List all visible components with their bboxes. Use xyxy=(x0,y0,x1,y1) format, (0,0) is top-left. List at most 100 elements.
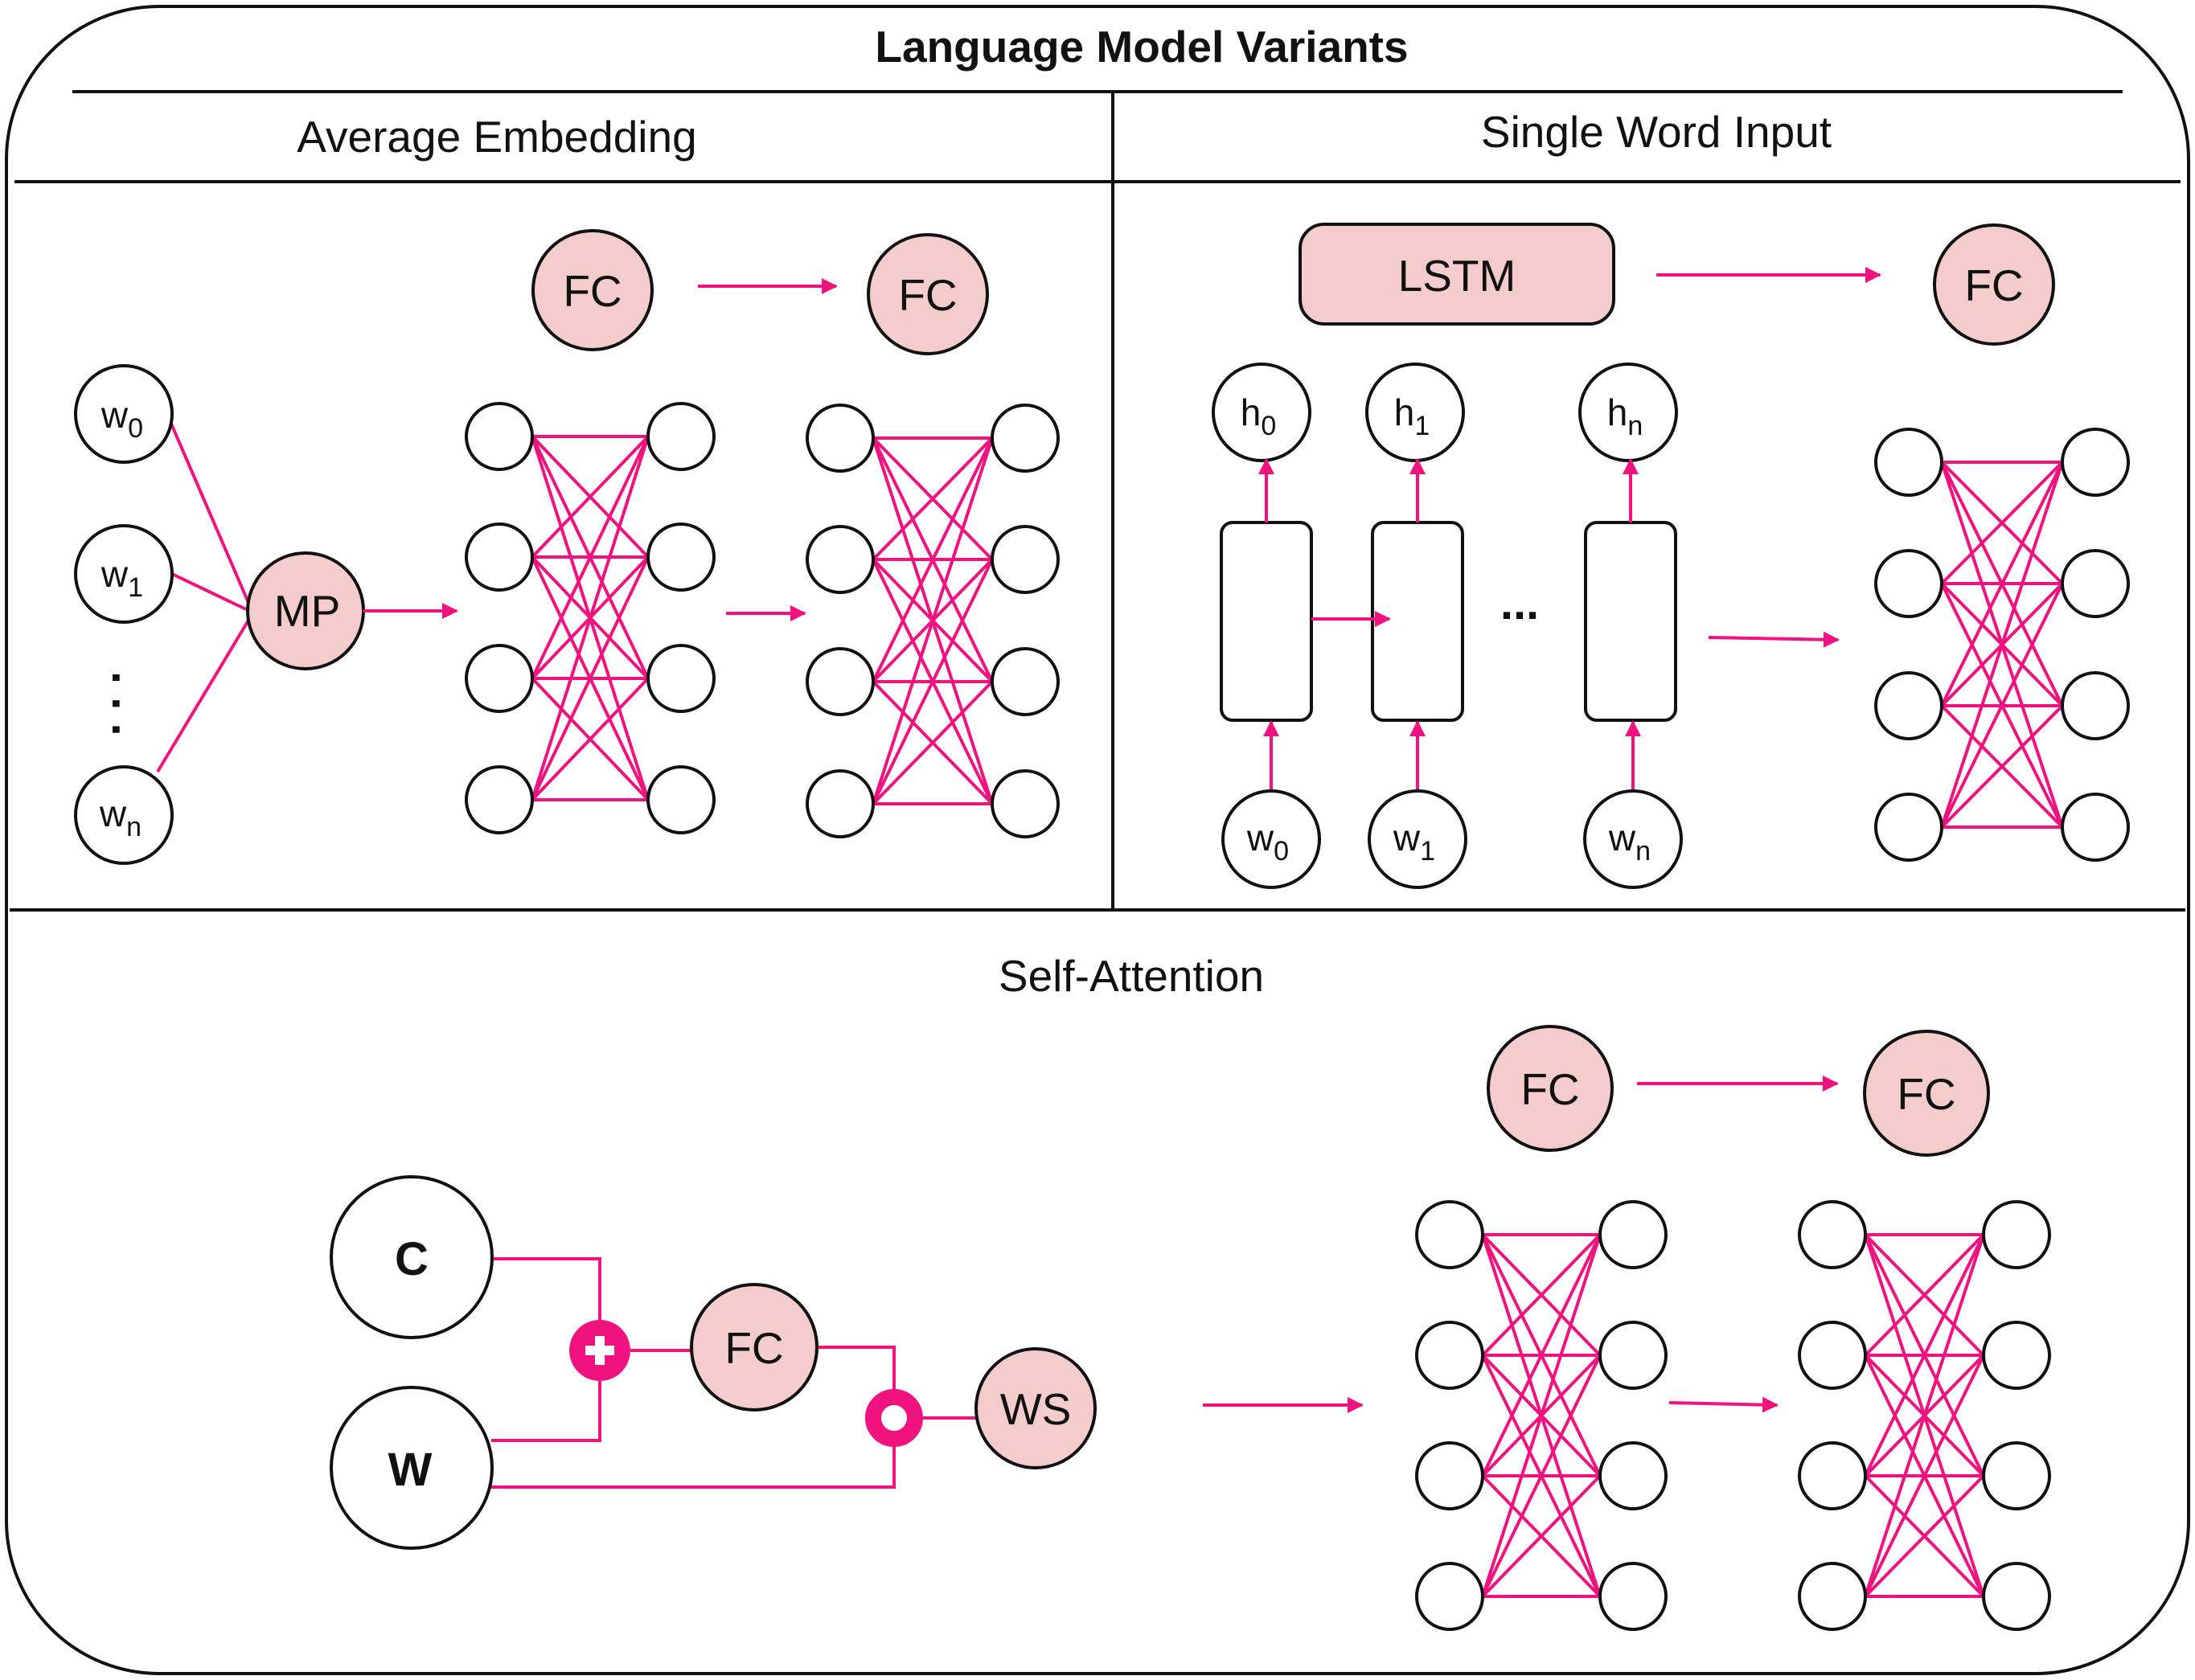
dense-connection xyxy=(531,435,650,559)
lstm-cell xyxy=(1584,521,1677,722)
c-node: C xyxy=(330,1175,494,1339)
neuron-node xyxy=(1982,1562,2051,1631)
svg-text:h1: h1 xyxy=(1394,391,1430,441)
dense-connection xyxy=(872,559,994,805)
svg-text:FC: FC xyxy=(563,266,622,316)
section-title-self-attention: Self-Attention xyxy=(999,951,1264,1001)
dense-connection xyxy=(531,436,650,679)
svg-text:FC: FC xyxy=(1897,1069,1955,1119)
dense-connection xyxy=(872,437,994,805)
neuron-node xyxy=(991,525,1060,594)
neuron-node xyxy=(1798,1321,1867,1390)
neuron-node xyxy=(1415,1562,1484,1631)
mp-node: MP xyxy=(246,551,365,670)
neuron-node xyxy=(1415,1441,1484,1510)
dense-connection xyxy=(1940,704,2064,829)
neuron-node xyxy=(991,404,1060,473)
neuron-node xyxy=(1874,671,1943,740)
dense-connection xyxy=(1864,1234,1985,1597)
dense-connection xyxy=(1864,1354,1985,1597)
section-title-average-embedding: Average Embedding xyxy=(297,112,696,162)
neuron-node xyxy=(806,647,875,716)
dense-connection xyxy=(872,680,994,805)
dense-layer xyxy=(465,402,716,834)
neuron-node xyxy=(1415,1321,1484,1390)
svg-text:FC: FC xyxy=(1520,1064,1579,1114)
neuron-node xyxy=(646,522,716,592)
arrow xyxy=(1668,1396,1779,1413)
fc-node: FC xyxy=(1863,1030,1990,1157)
single-word-input-panel: LSTM FC h0 h1 hn ... xyxy=(1212,223,2130,889)
connection-line xyxy=(491,1257,601,1320)
connection-line xyxy=(817,1346,896,1389)
input-node-w1: w1 xyxy=(74,524,174,624)
neuron-node xyxy=(465,522,534,592)
self-attention-panel: C W FC WS FC FC xyxy=(330,1025,2051,1631)
svg-text:w1: w1 xyxy=(1393,817,1435,867)
neuron-node xyxy=(1598,1562,1668,1631)
dense-connection xyxy=(1481,1234,1602,1597)
outer-frame xyxy=(5,5,2190,1675)
neuron-node xyxy=(1982,1200,2051,1269)
lstm-box: LSTM xyxy=(1299,223,1615,326)
neuron-node xyxy=(2061,671,2130,740)
dense-connection xyxy=(1940,461,2064,707)
neuron-node xyxy=(806,525,875,594)
hidden-node-h1: h1 xyxy=(1365,363,1465,462)
neuron-node xyxy=(1598,1441,1668,1510)
dense-connection xyxy=(1481,1233,1602,1357)
neuron-node xyxy=(465,765,534,834)
neuron-node xyxy=(2061,793,2130,862)
dense-connection xyxy=(1864,1474,1985,1598)
neuron-node xyxy=(646,765,716,834)
dense-connection xyxy=(531,436,650,801)
neuron-node xyxy=(806,769,875,838)
neuron-node xyxy=(465,402,534,471)
elementwise-product-icon xyxy=(865,1389,923,1447)
svg-text:LSTM: LSTM xyxy=(1398,251,1516,301)
dense-connection xyxy=(1864,1234,1985,1477)
svg-text:w1: w1 xyxy=(101,553,143,603)
neuron-node xyxy=(1798,1441,1867,1510)
neuron-node xyxy=(1598,1200,1668,1269)
fc-node: FC xyxy=(1487,1025,1614,1152)
dense-connection xyxy=(1481,1354,1602,1597)
dense-connection xyxy=(1481,1474,1602,1598)
neuron-node xyxy=(646,402,716,471)
neuron-node xyxy=(1798,1200,1867,1269)
neuron-node xyxy=(1982,1441,2051,1510)
neuron-node xyxy=(1798,1562,1867,1631)
lstm-cell xyxy=(1371,521,1464,722)
neuron-node xyxy=(1598,1321,1668,1390)
ellipsis-vertical: . . . xyxy=(102,671,154,736)
fc-node: FC xyxy=(690,1283,819,1412)
svg-text:WS: WS xyxy=(1000,1384,1072,1434)
neuron-node xyxy=(465,644,534,713)
diagram-title: Language Model Variants xyxy=(875,22,1408,72)
input-node-w0: w0 xyxy=(74,364,174,464)
neuron-node xyxy=(646,644,716,713)
input-node-wn: wn xyxy=(1583,789,1683,889)
connection-line xyxy=(156,617,251,773)
neuron-node xyxy=(1874,428,1943,497)
svg-text:w0: w0 xyxy=(1246,817,1289,867)
svg-text:MP: MP xyxy=(274,586,341,636)
ws-node: WS xyxy=(974,1347,1097,1469)
dense-connection xyxy=(1940,461,2064,585)
w-node: W xyxy=(330,1386,494,1550)
svg-text:h0: h0 xyxy=(1241,391,1277,441)
dense-connection xyxy=(1940,461,2064,828)
neuron-node xyxy=(991,647,1060,716)
dense-layer xyxy=(1415,1200,1668,1631)
neuron-node xyxy=(1415,1200,1484,1269)
neuron-node xyxy=(1874,793,1943,862)
input-node-w1: w1 xyxy=(1368,789,1467,889)
svg-text:wn: wn xyxy=(99,793,142,842)
neuron-node xyxy=(991,769,1060,838)
svg-text:wn: wn xyxy=(1608,817,1651,867)
dense-connection xyxy=(531,677,650,801)
dense-layer xyxy=(806,404,1060,838)
dense-layer xyxy=(1874,428,2130,862)
dense-connection xyxy=(872,436,994,561)
